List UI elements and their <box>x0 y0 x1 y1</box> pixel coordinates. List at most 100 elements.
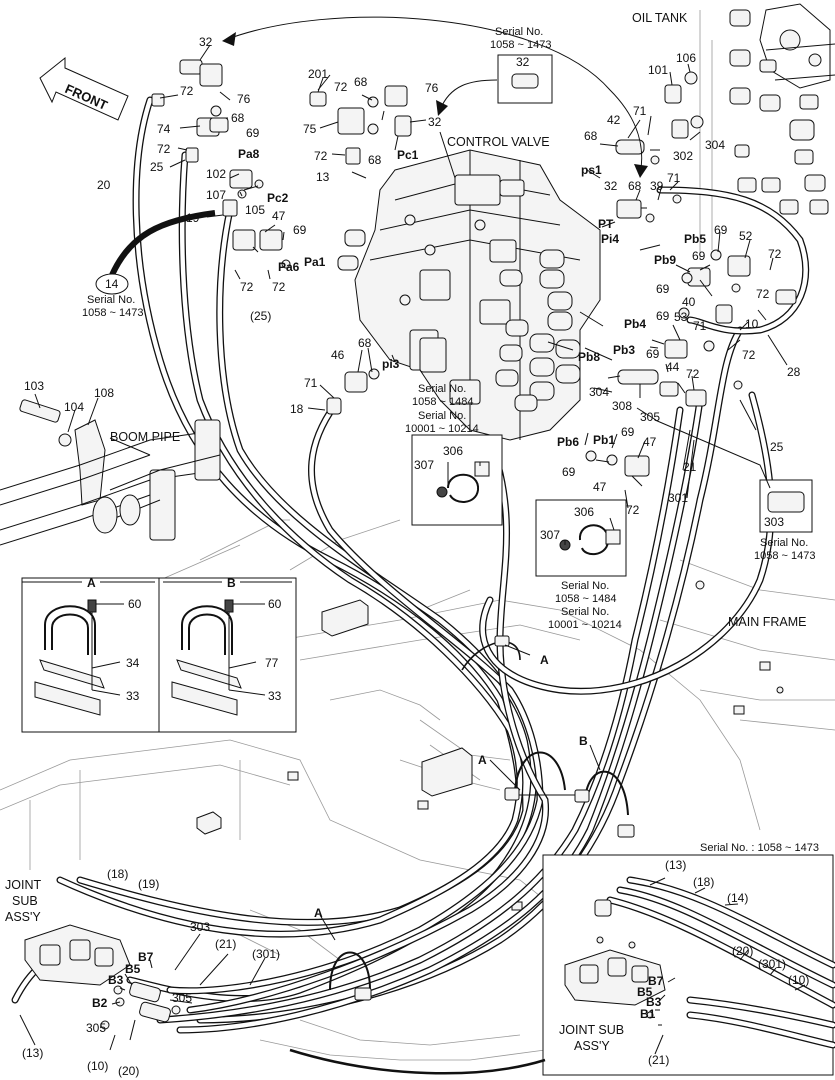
part-label-71-a: 71 <box>633 104 647 118</box>
paren-label-13: (13) <box>22 1046 43 1060</box>
port-pb3: Pb3 <box>613 343 635 357</box>
part-label-71-d: 71 <box>304 376 318 390</box>
paren-label-20-inset: (20) <box>732 944 753 958</box>
part-label-53: 53 <box>674 310 688 324</box>
serial-left-line2: 1058 ~ 1473 <box>82 307 143 319</box>
port-pb4: Pb4 <box>624 317 646 331</box>
part-label-308: 308 <box>612 399 632 413</box>
part-label-304-a: 304 <box>705 138 725 152</box>
control-valve-spools <box>495 249 581 412</box>
part-label-44: 44 <box>666 360 680 374</box>
paren-label-18: (18) <box>107 867 128 881</box>
part-label-21: 21 <box>683 460 697 474</box>
part-label-106: 106 <box>676 51 696 65</box>
part-label-19: 19 <box>186 211 200 225</box>
main-frame-label: MAIN FRAME <box>728 615 806 629</box>
hose-bundle <box>11 96 810 1034</box>
part-label-103: 103 <box>24 379 44 393</box>
port-pb5: Pb5 <box>684 232 706 246</box>
paren-label-10-inset: (10) <box>788 973 809 987</box>
front-arrow: FRONT <box>39 56 129 121</box>
serial-inset-title: Serial No. : 1058 ~ 1473 <box>700 842 819 854</box>
part-label-71-b: 71 <box>667 171 681 185</box>
part-label-107: 107 <box>206 188 226 202</box>
clamp-detail-panel <box>21 577 297 733</box>
part-label-69-b: 69 <box>293 223 307 237</box>
serial-low-line4: 10001 ~ 10214 <box>548 619 622 631</box>
part-label-307-a: 307 <box>414 458 434 472</box>
serial-top-line2: 1058 ~ 1473 <box>490 39 551 51</box>
part-label-305-a: 305 <box>640 410 660 424</box>
paren-label-19: (19) <box>138 877 159 891</box>
port-b5-inset: B5 <box>637 985 653 999</box>
part-label-72-c: 72 <box>240 280 254 294</box>
serial-mid-line4: 10001 ~ 10214 <box>405 423 479 435</box>
port-pt: PT <box>598 217 614 231</box>
port-pa8: Pa8 <box>238 147 260 161</box>
serial-low-line1: Serial No. <box>561 580 609 592</box>
part-label-69-h: 69 <box>621 425 635 439</box>
part-label-34: 34 <box>126 656 140 670</box>
part-label-307-b: 307 <box>540 528 560 542</box>
clamp-reference-labels: A B A A B A <box>87 576 588 920</box>
part-label-102: 102 <box>206 167 226 181</box>
serial-mid-line1: Serial No. <box>418 383 466 395</box>
part-label-77: 77 <box>265 656 279 670</box>
serial-top-line1: Serial No. <box>495 26 543 38</box>
part-label-72-j: 72 <box>686 367 700 381</box>
port-pc1: Pc1 <box>397 148 419 162</box>
part-label-301: 301 <box>668 491 688 505</box>
boom-pipe-label: BOOM PIPE <box>110 430 180 444</box>
part-label-47-a: 47 <box>272 209 286 223</box>
part-label-303-inset: 303 <box>764 515 784 529</box>
clamp-b-ref: B <box>579 734 588 748</box>
serial-303-line1: Serial No. <box>760 537 808 549</box>
part-label-201: 201 <box>308 67 328 81</box>
paren-label-21: (21) <box>215 937 236 951</box>
port-b7: B7 <box>138 950 154 964</box>
paren-label-20: (20) <box>118 1064 139 1078</box>
paren-label-301-inset: (301) <box>758 957 786 971</box>
port-pi4: Pi4 <box>601 232 619 246</box>
part-label-74: 74 <box>157 122 171 136</box>
part-label-76-b: 76 <box>425 81 439 95</box>
serial-mid-line3: Serial No. <box>418 410 466 422</box>
oil-tank <box>699 3 835 260</box>
part-label-20: 20 <box>97 178 111 192</box>
paren-part-labels: (25) (18) (19) (21) (301) (13) (10) (20)… <box>22 309 809 1078</box>
part-label-302: 302 <box>673 149 693 163</box>
part-label-25-b: 25 <box>770 440 784 454</box>
control-valve-label: CONTROL VALVE <box>447 135 550 149</box>
clamp-b-drawing <box>171 599 242 716</box>
part-label-72-f: 72 <box>314 149 328 163</box>
port-b1-inset: B1 <box>640 1007 656 1021</box>
clamp-a-ref-3: A <box>314 906 323 920</box>
part-label-40: 40 <box>682 295 696 309</box>
part-label-101: 101 <box>648 63 668 77</box>
part-label-69-g: 69 <box>646 347 660 361</box>
hose-14-arc <box>109 210 216 277</box>
part-label-32-b: 32 <box>428 115 442 129</box>
inset-joint-sub-right <box>542 854 835 1076</box>
fittings <box>151 59 805 511</box>
part-label-47-b: 47 <box>643 435 657 449</box>
port-labels: Pa8 Pc2 Pa6 Pa1 Pc1 ps1 PT Pi4 Pb5 Pb9 P… <box>92 147 706 1021</box>
part-number-labels: 32 76 68 72 74 72 69 25 20 102 107 105 1… <box>24 35 801 1035</box>
part-label-60-a: 60 <box>128 597 142 611</box>
part-label-33-b: 33 <box>268 689 282 703</box>
part-label-46: 46 <box>331 348 345 362</box>
part-label-33-a: 33 <box>126 689 140 703</box>
part-label-60-b: 60 <box>268 597 282 611</box>
boom-pipe <box>0 399 221 546</box>
part-label-68-f: 68 <box>358 336 372 350</box>
serial-low-line3: Serial No. <box>561 606 609 618</box>
part-label-306-a: 306 <box>443 444 463 458</box>
part-label-68-c: 68 <box>368 153 382 167</box>
serial-low-line2: 1058 ~ 1484 <box>555 593 616 605</box>
part-label-72-a: 72 <box>180 84 194 98</box>
part-label-39: 39 <box>650 179 664 193</box>
part-label-76-a: 76 <box>237 92 251 106</box>
leader-lines <box>19 44 806 1055</box>
port-pb1: Pb1 <box>593 433 615 447</box>
